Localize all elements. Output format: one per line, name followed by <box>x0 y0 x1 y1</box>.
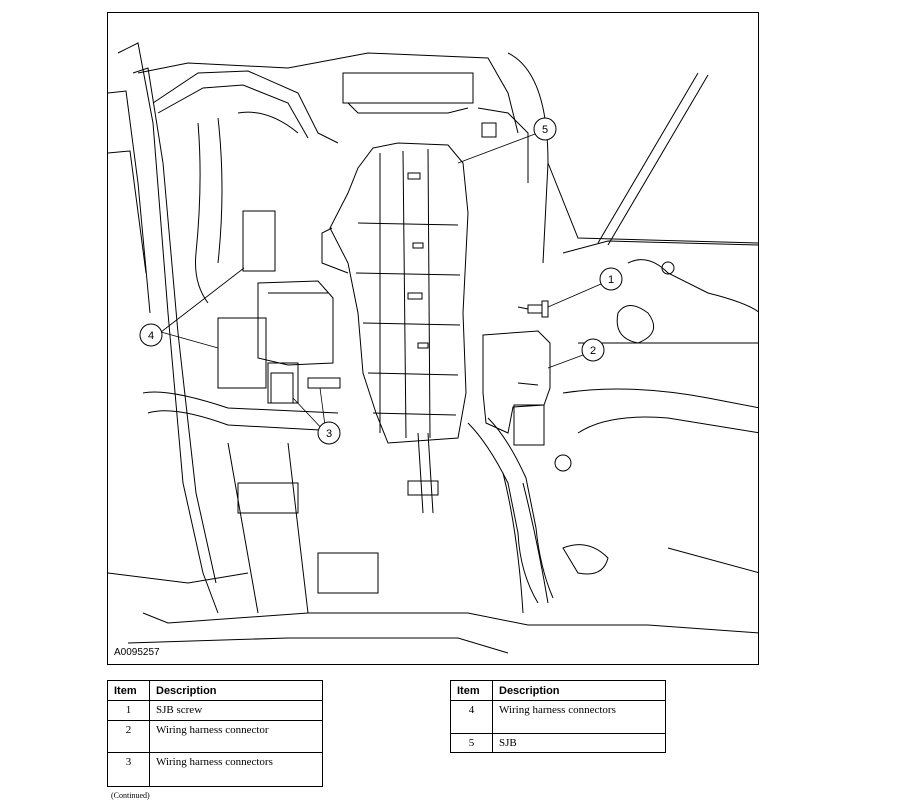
connector-3 <box>270 372 341 404</box>
legend-row: 2 Wiring harness connector <box>107 720 323 753</box>
sjb-module <box>321 142 469 444</box>
legend-header-row: Item Description <box>107 680 323 701</box>
item-description: SJB screw <box>149 700 323 721</box>
figure-id-label: A0095257 <box>114 647 160 658</box>
right-frame-structure <box>502 72 758 614</box>
legend-row: 4 Wiring harness connectors <box>450 700 666 734</box>
connector-2 <box>482 330 551 446</box>
description-header: Description <box>149 680 323 701</box>
item-description: SJB <box>492 733 666 753</box>
sjb-illustration: 5 1 2 3 4 <box>108 42 758 654</box>
legend-row: 3 Wiring harness connectors <box>107 752 323 787</box>
diagram-figure: 5 1 2 3 4 A0095257 <box>107 12 759 665</box>
legend-table-left: Item Description 1 SJB screw 2 Wiring ha… <box>107 680 323 787</box>
svg-text:3: 3 <box>326 428 332 440</box>
item-description: Wiring harness connectors <box>149 752 323 787</box>
callout-2: 2 <box>581 338 605 362</box>
item-number: 5 <box>450 733 493 753</box>
continued-note: (Continued) <box>111 791 150 800</box>
lower-hoses <box>142 391 554 604</box>
svg-text:2: 2 <box>590 345 596 357</box>
callout-4: 4 <box>139 323 163 347</box>
item-number: 3 <box>107 752 150 787</box>
svg-text:1: 1 <box>608 274 614 286</box>
item-header: Item <box>107 680 150 701</box>
callout-3: 3 <box>317 421 341 445</box>
item-number: 1 <box>107 700 150 721</box>
legend-table-right: Item Description 4 Wiring harness connec… <box>450 680 666 753</box>
item-number: 4 <box>450 700 493 734</box>
callout-markers: 5 1 2 3 4 <box>139 117 623 445</box>
upper-housing <box>137 52 549 264</box>
sjb-screw-1 <box>517 300 549 318</box>
description-header: Description <box>492 680 666 701</box>
legend-header-row: Item Description <box>450 680 666 701</box>
item-description: Wiring harness connector <box>149 720 323 753</box>
callout-5: 5 <box>533 117 557 141</box>
svg-text:4: 4 <box>148 330 154 342</box>
left-frame-structure <box>108 42 758 654</box>
legend-row: 5 SJB <box>450 733 666 753</box>
legend-row: 1 SJB screw <box>107 700 323 721</box>
connector-group-4 <box>217 210 334 404</box>
callout-1: 1 <box>599 267 623 291</box>
item-description: Wiring harness connectors <box>492 700 666 734</box>
item-number: 2 <box>107 720 150 753</box>
svg-text:5: 5 <box>542 124 548 136</box>
item-header: Item <box>450 680 493 701</box>
